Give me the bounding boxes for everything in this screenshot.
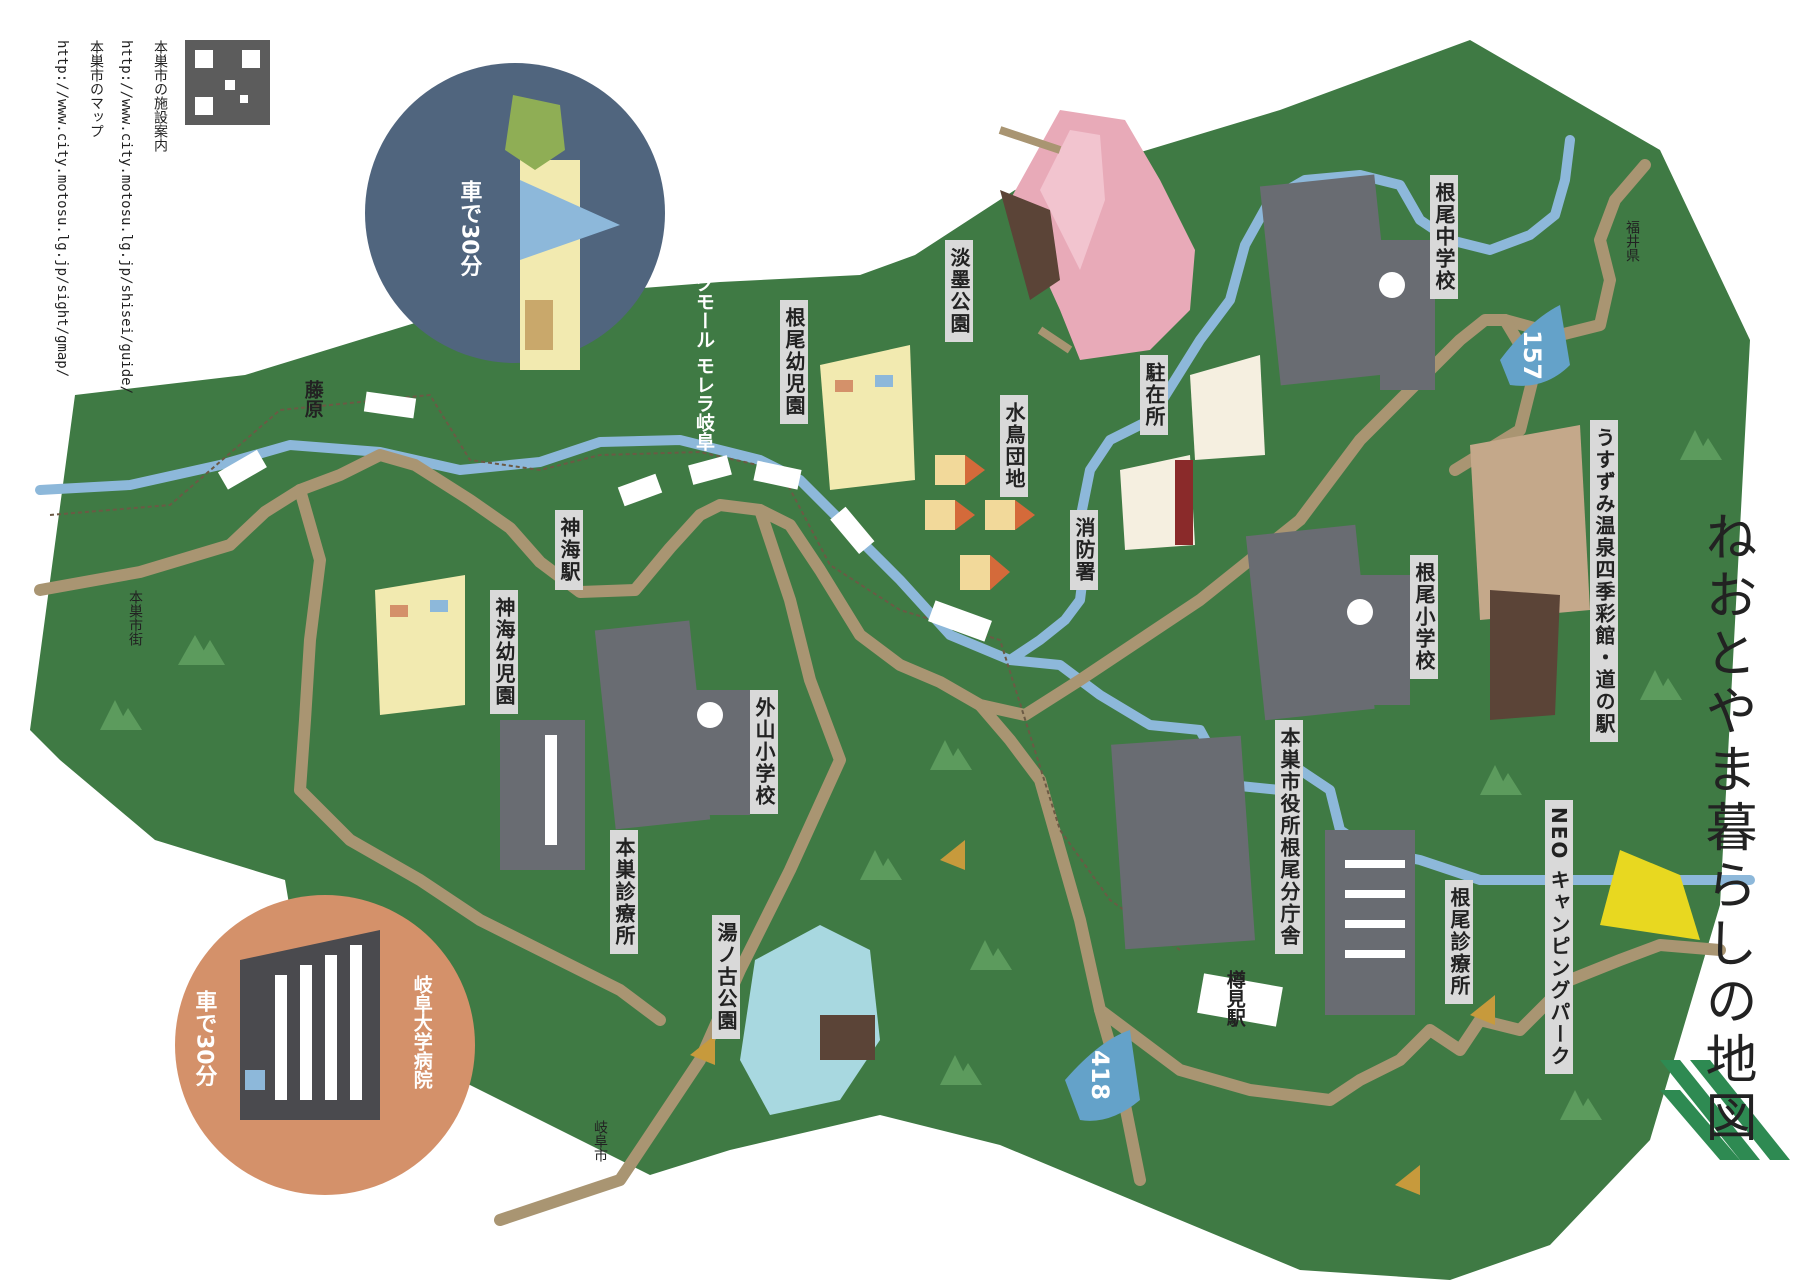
label-usuzumi-onsen[interactable]: うすずみ温泉四季彩館・道の駅 bbox=[1590, 420, 1618, 742]
label-shobosho[interactable]: 消防署 bbox=[1070, 510, 1098, 590]
facility-guide-url[interactable]: http://www.city.motosu.lg.jp/shisei/guid… bbox=[118, 40, 134, 395]
label-kanbe-kindergarten[interactable]: 神海幼児園 bbox=[490, 590, 518, 714]
label-neo-camping[interactable]: NEO キャンピングパーク bbox=[1545, 800, 1573, 1075]
camping-tent bbox=[1600, 850, 1700, 940]
qr-code[interactable] bbox=[185, 40, 270, 125]
label-usuzumi-park[interactable]: 淡墨公園 bbox=[945, 240, 973, 342]
tayama-elementary-building bbox=[594, 620, 750, 830]
label-yunokoko-park[interactable]: 湯ノ古公園 bbox=[712, 915, 740, 1039]
label-neo-clinic[interactable]: 根尾診療所 bbox=[1445, 880, 1473, 1004]
label-neo-elementary[interactable]: 根尾小学校 bbox=[1410, 555, 1438, 679]
yunokoko-pond bbox=[740, 925, 880, 1115]
map-url[interactable]: http://www.city.motosu.lg.jp/sight/gmap/ bbox=[54, 40, 70, 378]
label-chuzaisho[interactable]: 駐在所 bbox=[1140, 355, 1168, 435]
label-neo-junior-high[interactable]: 根尾中学校 bbox=[1430, 175, 1458, 299]
hospital-building bbox=[240, 930, 380, 1120]
hospital-name: 岐阜大学病院 bbox=[410, 975, 433, 1089]
tree-marks bbox=[100, 430, 1722, 1120]
label-city-office[interactable]: 本巣市役所根尾分庁舎 bbox=[1275, 720, 1303, 954]
mall-time: 車で30分 bbox=[456, 180, 482, 277]
chuzaisho-building bbox=[1190, 355, 1265, 460]
motosu-city-label: 本巣市街 bbox=[127, 590, 143, 646]
route157-badge bbox=[1500, 305, 1570, 386]
map-title: ねおとやま暮らしの地図 bbox=[1696, 510, 1756, 1148]
neo-elementary-building bbox=[1245, 524, 1410, 721]
small-triangles bbox=[690, 840, 1495, 1195]
label-fujiwara[interactable]: 藤原 bbox=[301, 380, 324, 418]
railway bbox=[49, 393, 1181, 951]
fukui-label: 福井県 bbox=[1624, 220, 1640, 262]
neo-junior-high-building bbox=[1259, 174, 1435, 390]
label-mizutori[interactable]: 水鳥団地 bbox=[1000, 395, 1028, 497]
map-label: 本巣市のマップ bbox=[88, 40, 104, 138]
neo-clinic-building bbox=[1325, 830, 1415, 1015]
onsen-building bbox=[1470, 425, 1590, 720]
shobosho-building bbox=[1120, 455, 1195, 550]
kanbe-kindergarten-building bbox=[375, 575, 465, 715]
station-rects bbox=[217, 391, 1283, 1027]
neo-kindergarten-building bbox=[820, 345, 915, 490]
mizutori-houses bbox=[925, 455, 1035, 590]
motosu-clinic-building bbox=[500, 720, 585, 870]
route157-label: 157 bbox=[1518, 330, 1546, 381]
facility-guide-label: 本巣市の施設案内 bbox=[152, 40, 168, 152]
label-kanbe-station[interactable]: 神海駅 bbox=[555, 510, 583, 590]
mall-building bbox=[505, 95, 620, 370]
mall-name: 大型ショッピングモール モレラ岐阜 bbox=[693, 140, 715, 451]
gifu-city-label: 岐阜市 bbox=[592, 1120, 608, 1162]
cherry-tree bbox=[998, 110, 1195, 360]
label-tayama-elementary[interactable]: 外山小学校 bbox=[750, 690, 778, 814]
title-stripes bbox=[1660, 1060, 1790, 1160]
label-motosu-clinic[interactable]: 本巣診療所 bbox=[610, 830, 638, 954]
label-tarumi-station[interactable]: 樽見駅 bbox=[1223, 970, 1246, 1027]
label-neo-kindergarten[interactable]: 根尾幼児園 bbox=[780, 300, 808, 424]
mall-circle bbox=[365, 63, 665, 363]
city-office-building bbox=[1111, 735, 1256, 950]
route418-label: 418 bbox=[1086, 1050, 1114, 1101]
route418-badge bbox=[1065, 1030, 1140, 1121]
hospital-time: 車で30分 bbox=[191, 990, 217, 1087]
